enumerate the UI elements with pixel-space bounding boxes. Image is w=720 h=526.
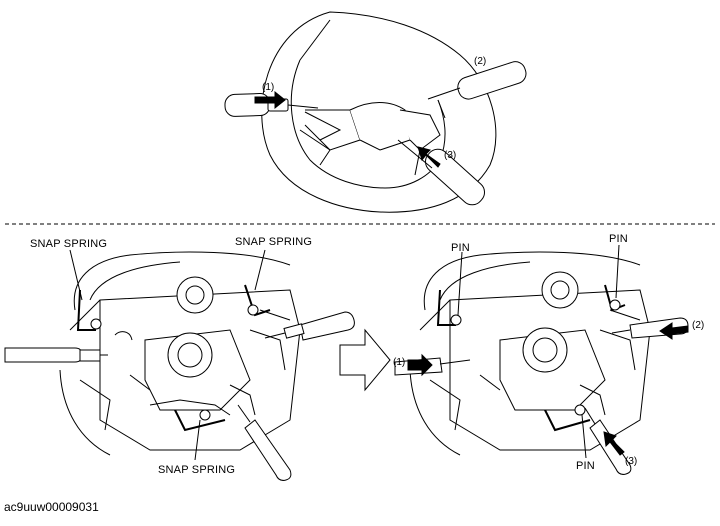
label-pin-bottom: PIN <box>576 460 595 472</box>
callout-1-right: (1) <box>393 357 406 368</box>
callout-2-top: (2) <box>474 56 487 67</box>
label-pin-right: PIN <box>609 233 628 245</box>
screwdrivers-bottom-left <box>4 311 355 481</box>
transition-arrow <box>339 328 391 392</box>
callout-2-right: (2) <box>692 320 705 331</box>
screwdriver-1-top <box>224 90 319 117</box>
screwdrivers-bottom-right <box>394 317 689 475</box>
label-snap-spring-right: SNAP SPRING <box>235 236 313 248</box>
screwdriver-3-top <box>397 139 486 206</box>
figure-code: ac9uuw00009031 <box>4 500 99 514</box>
label-pin-left: PIN <box>451 242 470 254</box>
label-snap-spring-bottom: SNAP SPRING <box>158 464 236 476</box>
bottom-right-wheel <box>409 244 651 459</box>
callout-3-right: (3) <box>625 456 638 467</box>
bottom-left-wheel <box>59 249 301 461</box>
screwdriver-2-top <box>427 61 527 100</box>
callout-3-top: (3) <box>444 150 457 161</box>
callout-1-top: (1) <box>262 82 275 93</box>
label-snap-spring-left: SNAP SPRING <box>30 238 108 250</box>
